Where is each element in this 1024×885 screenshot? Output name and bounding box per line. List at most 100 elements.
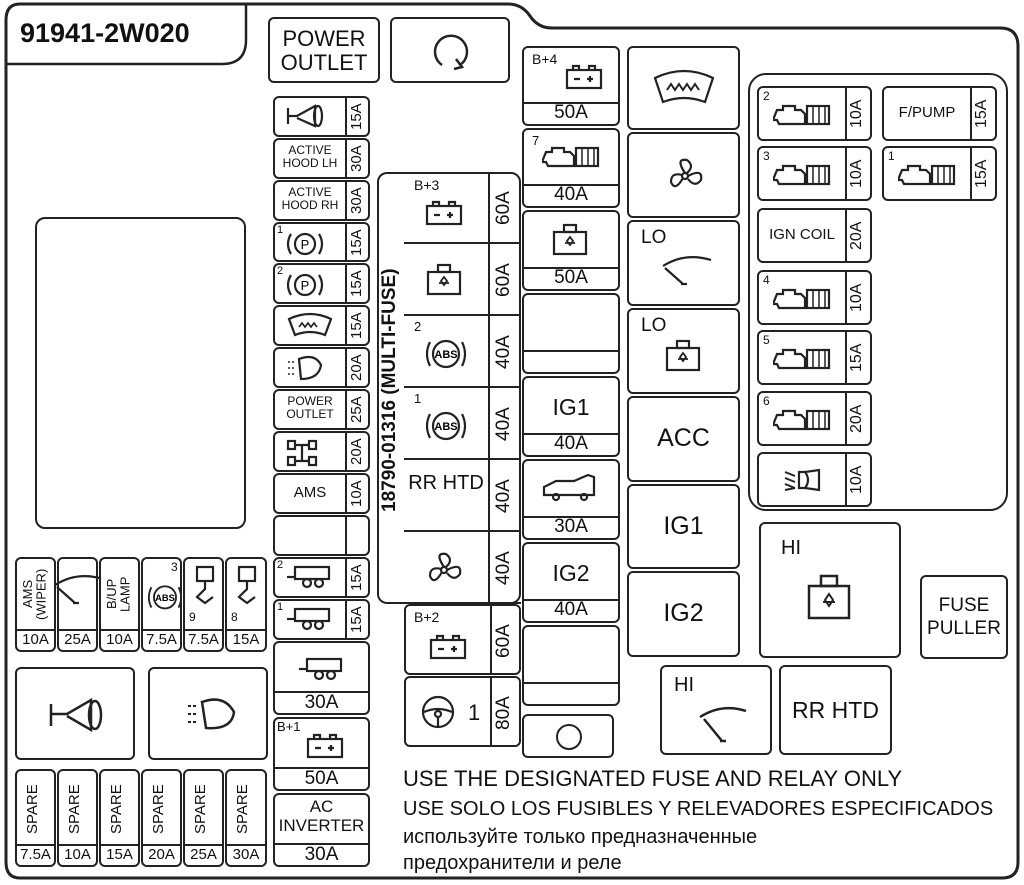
engine-icon — [896, 160, 958, 195]
fuse-defroster[interactable]: 15A — [273, 305, 370, 346]
engine-icon — [771, 344, 833, 379]
fuse-label: RR HTD — [408, 472, 484, 494]
divider — [345, 475, 347, 512]
fuse-blank2[interactable] — [522, 625, 620, 706]
divider — [845, 88, 847, 139]
fuse-amp: 60A — [493, 191, 514, 225]
multi-fuse-label: 18790-01316 (MULTI-FUSE) — [379, 268, 400, 512]
horn-icon — [49, 697, 103, 733]
notice-spanish: USE SOLO LOS FUSIBLES Y RELEVADORES ESPE… — [403, 798, 994, 820]
battery-icon — [564, 62, 604, 95]
fuse-number: 5 — [763, 333, 770, 347]
fuse-puller-label: FUSE PULLER — [927, 595, 1001, 639]
divider — [101, 844, 138, 846]
wiper-icon — [699, 706, 747, 743]
fuse-blank[interactable] — [273, 515, 370, 556]
engine-icon — [771, 405, 833, 440]
ig1-relay: IG1 — [627, 484, 740, 569]
fuse-amp: 10A — [848, 159, 865, 189]
fuse-heated-mirror[interactable]: 20A — [273, 347, 370, 388]
fuse-amp: 7.5A — [146, 631, 177, 648]
fuse-fan-module[interactable]: 50A — [522, 210, 620, 291]
multi-fuse-cooling-fan[interactable]: 60A — [404, 244, 521, 316]
fuse-label: AMS — [293, 484, 327, 501]
divider — [345, 265, 347, 302]
trailer-icon — [285, 605, 335, 636]
engine-icon — [540, 142, 602, 177]
multi-fuse-block — [377, 172, 521, 604]
divider — [345, 224, 347, 260]
fuse-wiper[interactable]: 25A — [54, 557, 104, 652]
divider — [524, 267, 618, 269]
fuse-horn[interactable]: 15A — [273, 96, 370, 137]
divider — [845, 210, 847, 261]
fuse-label: B+2 — [414, 609, 440, 625]
fuse-amp: 30A — [304, 692, 339, 713]
divider — [524, 599, 618, 601]
fuse-puller[interactable]: FUSE PULLER — [920, 575, 1008, 659]
fuse-awd[interactable]: 20A — [273, 431, 370, 472]
fuse-amp: 50A — [554, 267, 588, 288]
multi-fuse-blower[interactable]: 40A — [404, 532, 521, 604]
fuse-label: ACTIVE HOOD LH — [282, 143, 338, 170]
divider — [845, 393, 847, 444]
spare-label: SPARE — [150, 784, 167, 834]
fuse-fog-lamp[interactable]: 10A — [757, 452, 872, 507]
fuse-amp: 10A — [22, 631, 49, 648]
awd-icon — [285, 437, 319, 474]
part-number: 91941-2W020 — [20, 18, 190, 48]
fuse-blank[interactable] — [522, 293, 620, 374]
circle-icon — [556, 724, 582, 750]
fuse-trailer[interactable]: 30A — [273, 641, 370, 715]
battery-icon — [428, 632, 468, 665]
fuse-tailgate[interactable]: 30A — [522, 459, 620, 540]
wiper-icon — [657, 250, 717, 295]
fuse-amp: 40A — [493, 335, 514, 369]
divider — [185, 629, 222, 631]
fuse-amp: 10A — [848, 283, 865, 313]
washer-icon — [191, 565, 221, 614]
divider — [59, 629, 96, 631]
fuse-number: 1 — [888, 149, 895, 163]
